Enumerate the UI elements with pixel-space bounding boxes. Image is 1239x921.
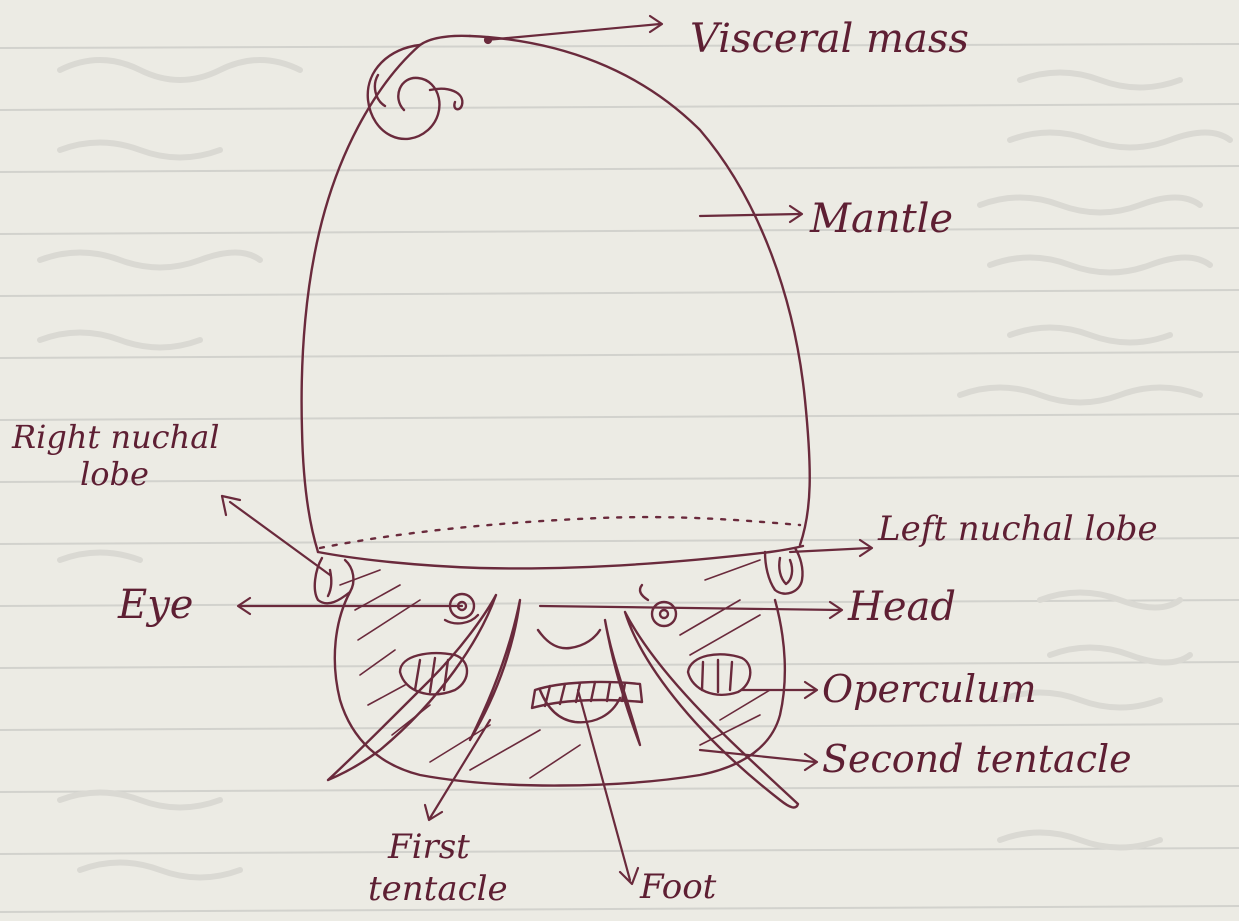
label-right-nuchal-lobe-line2: lobe [80,455,149,493]
mantle-lower-edge [318,546,803,568]
operculum-arrow [742,682,817,698]
head-arrow [540,602,842,618]
foot-outline [538,630,620,722]
pointer-arrows [222,16,872,884]
label-right-nuchal-lobe-line1: Right nuchal [11,418,220,456]
left-nuchal-lobe-arrow [790,540,872,556]
ruled-lines [0,44,1239,912]
labels: Visceral mass Mantle Right nuchal lobe L… [11,16,1158,909]
mantle-rim [320,517,800,548]
label-mantle: Mantle [809,196,953,242]
label-left-nuchal-lobe: Left nuchal lobe [877,509,1158,549]
left-eye [640,585,676,626]
specimen-drawing [302,36,810,808]
label-first-tentacle-line2: tentacle [368,869,508,909]
label-second-tentacle: Second tentacle [822,737,1132,781]
label-head: Head [847,584,956,630]
label-visceral-mass: Visceral mass [690,16,969,62]
eye-arrow [238,598,462,614]
left-nuchal-lobe [765,548,803,594]
right-eye [445,594,478,623]
label-eye: Eye [117,582,193,628]
head-shading [340,560,770,778]
inner-tentacle-left [470,600,520,740]
label-foot: Foot [639,867,717,907]
operculum-left [400,653,467,694]
label-operculum: Operculum [822,667,1037,711]
label-first-tentacle-line1: First [387,827,470,867]
second-tentacle [625,612,798,807]
first-tentacle-arrow [425,720,490,820]
operculum-right [688,654,750,695]
foot-arrow [578,690,638,884]
